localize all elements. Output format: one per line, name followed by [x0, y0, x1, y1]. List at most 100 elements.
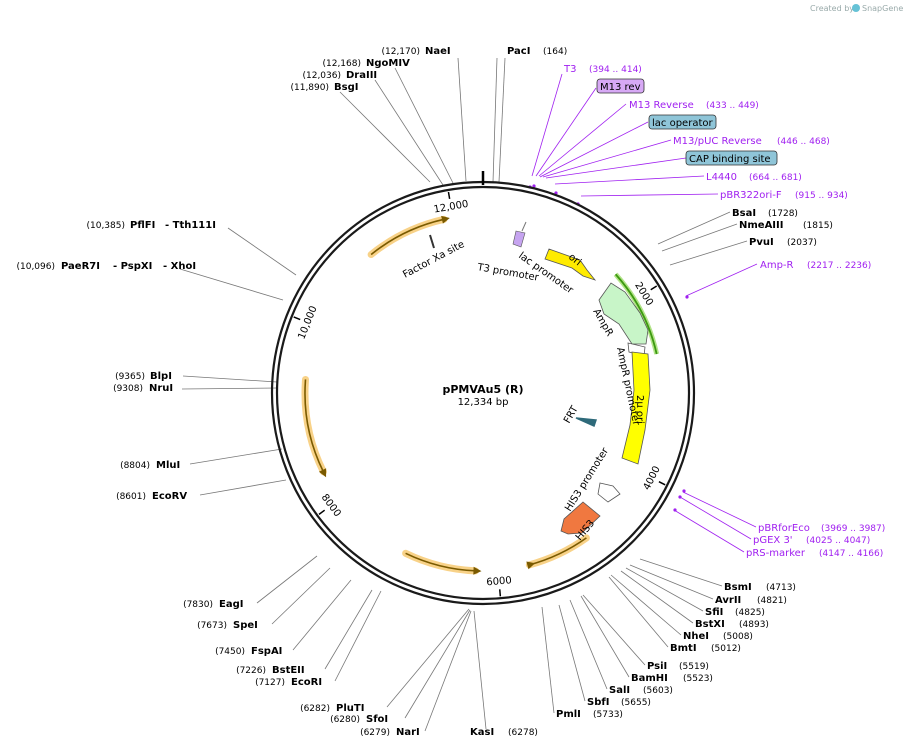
- enzyme-label[interactable]: DraIII: [346, 70, 377, 81]
- enzyme-label[interactable]: SbfI: [587, 697, 609, 708]
- his3-promoter-label[interactable]: HIS3 promoter: [563, 445, 611, 513]
- enzyme-label[interactable]: NmeAIII: [739, 220, 783, 231]
- enzyme-leader-line: [580, 595, 630, 678]
- enzyme-label[interactable]: AvrII: [715, 595, 741, 606]
- enzyme-labels-right: PacI (164) BsaI (1728) NmeAIII (1815) Pv…: [470, 46, 833, 738]
- primer-site-marker: [678, 495, 682, 499]
- orf-glow: [402, 549, 479, 575]
- enzyme-position: (12,036): [302, 71, 341, 81]
- primer-site-marker: [685, 295, 689, 299]
- ampr-arrow: [598, 282, 649, 345]
- tick-mark: [447, 191, 451, 199]
- enzyme-label[interactable]: PsiI: [647, 661, 667, 672]
- feature-badges: M13 rev lac operator CAP binding site: [596, 78, 778, 166]
- enzyme-label[interactable]: PflFI: [130, 220, 155, 231]
- enzyme-label[interactable]: EcoRI: [291, 677, 322, 688]
- primer-position: (915 .. 934): [795, 191, 848, 201]
- orf-arrow: [405, 552, 476, 572]
- primer-label[interactable]: L4440: [706, 172, 737, 183]
- enzyme-label[interactable]: NgoMIV: [366, 58, 410, 69]
- enzyme-label[interactable]: - PspXI: [113, 261, 152, 272]
- enzyme-position: (7830): [183, 600, 213, 610]
- enzyme-label[interactable]: NaeI: [425, 46, 451, 57]
- enzyme-leader-line: [334, 590, 382, 682]
- primer-leader-line: [679, 496, 752, 540]
- enzyme-label[interactable]: MluI: [156, 460, 180, 471]
- enzyme-label[interactable]: BmtI: [670, 643, 697, 654]
- tick-label: 6000: [486, 575, 512, 588]
- enzyme-leader-line: [182, 375, 278, 383]
- tick-mark: [293, 316, 301, 321]
- factor-xa-marker: [429, 234, 435, 249]
- enzyme-position: (4893): [739, 620, 769, 630]
- enzyme-label[interactable]: PmlI: [556, 709, 581, 720]
- enzyme-leader-line: [199, 479, 287, 496]
- enzyme-label[interactable]: BsmI: [724, 582, 752, 593]
- enzyme-label[interactable]: NarI: [396, 727, 420, 738]
- enzyme-leader-line: [256, 555, 318, 604]
- primer-leader-line: [682, 491, 757, 528]
- backbone-inner-ring: [275, 185, 691, 601]
- two-mu-ori-label[interactable]: 2μ ori: [634, 395, 645, 424]
- frt-label[interactable]: FRT: [562, 404, 581, 426]
- enzyme-label[interactable]: BstEII: [272, 665, 305, 676]
- enzyme-leader-line: [271, 567, 331, 625]
- enzyme-label[interactable]: SfoI: [366, 714, 388, 725]
- badge-lac-operator[interactable]: [648, 114, 717, 130]
- primer-position: (446 .. 468): [777, 137, 830, 147]
- enzyme-label[interactable]: - Tth111I: [165, 220, 216, 231]
- enzyme-label[interactable]: BsaI: [732, 208, 756, 219]
- enzyme-label[interactable]: PaeR7I: [61, 261, 100, 272]
- primer-label[interactable]: T3: [563, 64, 576, 75]
- enzyme-label[interactable]: BsgI: [334, 82, 358, 93]
- enzyme-label[interactable]: PvuI: [749, 237, 774, 248]
- primer-label[interactable]: pGEX 3': [753, 535, 793, 546]
- enzyme-leader-line: [473, 610, 487, 730]
- enzyme-leader-line: [189, 448, 283, 465]
- primer-position: (4147 .. 4166): [819, 549, 883, 559]
- enzyme-label[interactable]: PacI: [507, 46, 530, 57]
- primer-label[interactable]: pBRforEco: [758, 523, 810, 534]
- features: [301, 215, 660, 575]
- enzyme-position: (7127): [255, 678, 285, 688]
- enzyme-leader-line: [292, 579, 352, 651]
- leader-lines: [179, 57, 758, 732]
- badge-m13-rev[interactable]: [596, 78, 645, 94]
- primer-label[interactable]: pBR322ori-F: [720, 190, 782, 201]
- credit-text: Created by: [810, 4, 854, 13]
- enzyme-leader-line: [227, 227, 297, 276]
- enzyme-label[interactable]: KasI: [470, 727, 494, 738]
- primer-leader-line: [580, 193, 719, 197]
- enzyme-label[interactable]: SfiI: [705, 607, 723, 618]
- enzyme-label[interactable]: BstXI: [695, 619, 725, 630]
- enzyme-label[interactable]: FspAI: [251, 646, 282, 657]
- his3-promoter-arrow: [597, 482, 621, 503]
- enzyme-label[interactable]: BlpI: [150, 371, 172, 382]
- orf-arrowhead: [526, 561, 536, 570]
- primer-labels: T3 (394 .. 414) M13 Reverse (433 .. 449)…: [563, 64, 885, 559]
- enzyme-position: (10,096): [16, 262, 55, 272]
- primer-label[interactable]: M13/pUC Reverse: [673, 136, 762, 147]
- enzyme-position: (12,168): [322, 59, 361, 69]
- enzyme-position: (2037): [787, 238, 817, 248]
- his3-arrow: [560, 501, 601, 535]
- enzyme-label[interactable]: SalI: [609, 685, 630, 696]
- orf-arrowhead: [441, 215, 450, 224]
- ampr-outer-arrow: [614, 273, 658, 355]
- primer-label[interactable]: pRS-marker: [746, 548, 806, 559]
- enzyme-leader-line: [625, 567, 704, 612]
- enzyme-label[interactable]: EcoRV: [152, 491, 187, 502]
- enzyme-label[interactable]: - XhoI: [163, 261, 196, 272]
- enzyme-label[interactable]: NheI: [683, 631, 709, 642]
- primer-label[interactable]: M13 Reverse: [629, 100, 694, 111]
- primer-position: (664 .. 681): [749, 173, 802, 183]
- badge-cap-binding-site[interactable]: [685, 150, 778, 166]
- enzyme-label[interactable]: PluTI: [336, 703, 364, 714]
- enzyme-leader-line: [457, 57, 467, 182]
- enzyme-label[interactable]: SpeI: [233, 620, 258, 631]
- enzyme-label[interactable]: NruI: [149, 383, 173, 394]
- plasmid-length: 12,334 bp: [458, 397, 509, 408]
- enzyme-label[interactable]: BamHI: [631, 673, 668, 684]
- primer-label[interactable]: Amp-R: [760, 260, 794, 271]
- enzyme-label[interactable]: EagI: [219, 599, 243, 610]
